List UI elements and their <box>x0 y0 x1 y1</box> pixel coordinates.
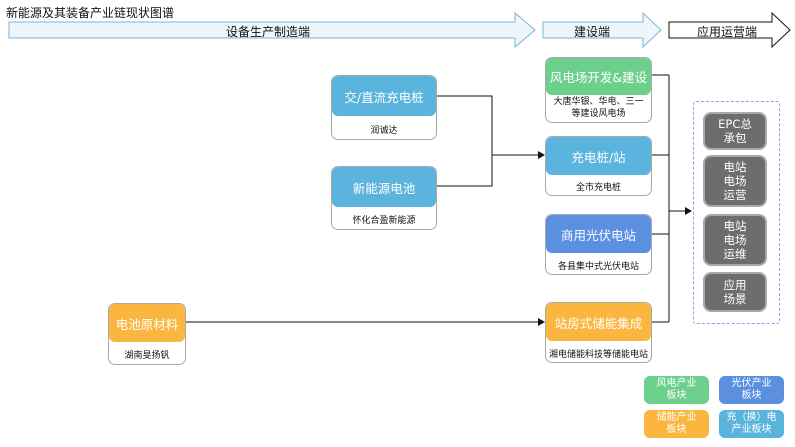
connector-battery-to-merge <box>437 155 493 187</box>
band-arrow-construction <box>542 11 662 49</box>
app-item-scenario[interactable]: 应用 场景 <box>703 272 767 312</box>
node-wind[interactable]: 风电场开发&建设 大唐华银、华电、三一等建设风电场 <box>545 57 652 123</box>
legend-wind: 风电产业 板块 <box>644 376 709 404</box>
band-label-operation: 应用运营端 <box>697 25 758 39</box>
band-label-manufacturing: 设备生产制造端 <box>226 25 311 39</box>
node-charger-dc-sub: 润诚达 <box>370 126 398 136</box>
node-battery-sub: 怀化合盈新能源 <box>352 216 416 226</box>
band-arrow-operation <box>668 11 791 49</box>
node-pv-sub: 各县集中式光伏电站 <box>557 262 639 272</box>
node-battery-material-label: 电池原材料 <box>109 304 185 342</box>
legend-storage: 储能产业 板块 <box>644 410 709 438</box>
node-pv-label: 商用光伏电站 <box>546 215 651 253</box>
app-layer-group <box>693 101 780 324</box>
node-battery-label: 新能源电池 <box>332 167 436 207</box>
node-charging-station-sub: 全市充电桩 <box>575 183 621 193</box>
node-storage-sub: 湘电储能科技等储能电站 <box>548 350 648 360</box>
node-battery-material-sub: 湖南旻扬钒 <box>124 351 170 361</box>
node-charging-station[interactable]: 充电桩/站 全市充电桩 <box>545 136 652 196</box>
node-battery[interactable]: 新能源电池 怀化合盈新能源 <box>331 166 437 230</box>
node-wind-sub: 大唐华银、华电、三一等建设风电场 <box>553 97 644 119</box>
node-battery-material[interactable]: 电池原材料 湖南旻扬钒 <box>108 303 186 365</box>
node-wind-label: 风电场开发&建设 <box>546 58 651 95</box>
connector-charger-to-merge <box>437 95 493 155</box>
app-item-maintenance[interactable]: 电站 电场 运维 <box>703 214 767 266</box>
band-label-construction: 建设端 <box>574 25 611 39</box>
app-item-epc[interactable]: EPC总 承包 <box>703 112 767 150</box>
node-storage-label: 站房式储能集成 <box>546 303 651 341</box>
node-charger-dc[interactable]: 交/直流充电桩 润诚达 <box>331 75 437 140</box>
legend-pv: 光伏产业 板块 <box>719 376 784 404</box>
page-title: 新能源及其装备产业链现状图谱 <box>6 6 175 20</box>
band-arrow-manufacturing <box>8 11 536 49</box>
legend-charging: 充（换）电 产业板块 <box>719 410 784 438</box>
node-charger-dc-label: 交/直流充电桩 <box>332 76 436 116</box>
app-item-operation[interactable]: 电站 电场 运营 <box>703 155 767 207</box>
node-pv[interactable]: 商用光伏电站 各县集中式光伏电站 <box>545 214 652 275</box>
node-charging-station-label: 充电桩/站 <box>546 137 651 175</box>
node-storage[interactable]: 站房式储能集成 湘电储能科技等储能电站 <box>545 302 652 363</box>
